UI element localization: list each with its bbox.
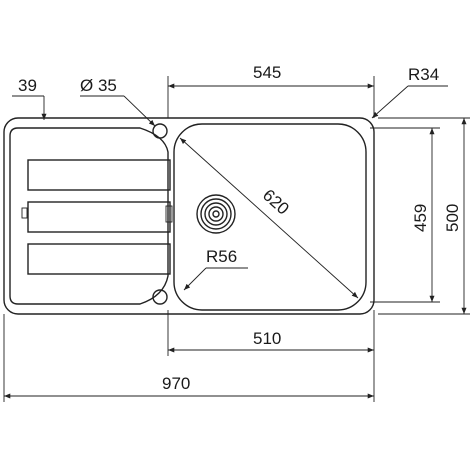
label-bowl-depth: 459 (411, 204, 430, 232)
dimension-tap-hole: Ø 35 (80, 76, 156, 127)
drain-ring-4 (208, 206, 224, 222)
label-drainboard-width: 39 (18, 76, 37, 95)
tap-hole-top (152, 123, 168, 139)
bowl-overflow (165, 205, 173, 223)
label-inner-radius: R56 (206, 247, 237, 266)
label-bowl-bottom-width: 510 (253, 329, 281, 348)
dimension-620: 620 (179, 137, 359, 299)
tap-hole-bottom (152, 289, 168, 305)
dimension-r34: R34 (371, 65, 448, 119)
bowl-outline (173, 123, 367, 311)
dimension-545: 545 (167, 63, 375, 118)
sink-outline (3, 117, 375, 315)
label-overall-depth: 500 (443, 204, 462, 232)
drainboard-rib-2 (27, 201, 171, 233)
dimension-500: 500 (378, 117, 470, 315)
drain-waste (196, 194, 236, 234)
label-corner-radius: R34 (408, 65, 439, 84)
drain-center (212, 210, 220, 218)
label-overall-width: 970 (162, 374, 190, 393)
dimension-r56: R56 (183, 247, 248, 291)
drainboard-rib-3 (27, 243, 171, 275)
dimension-970: 970 (3, 314, 375, 402)
drainboard-recess (9, 127, 169, 305)
label-tap-hole: Ø 35 (80, 76, 117, 95)
dimension-510: 510 (167, 310, 375, 356)
dimension-459: 459 (370, 127, 440, 303)
dimension-39: 39 (12, 76, 47, 120)
drainboard-rib-1 (27, 159, 171, 191)
drain-outer-ring (196, 194, 236, 234)
overflow-slot (21, 207, 28, 219)
sink-outer-rim (3, 117, 375, 315)
tap-holes (152, 123, 168, 305)
label-bowl-top-width: 545 (253, 63, 281, 82)
